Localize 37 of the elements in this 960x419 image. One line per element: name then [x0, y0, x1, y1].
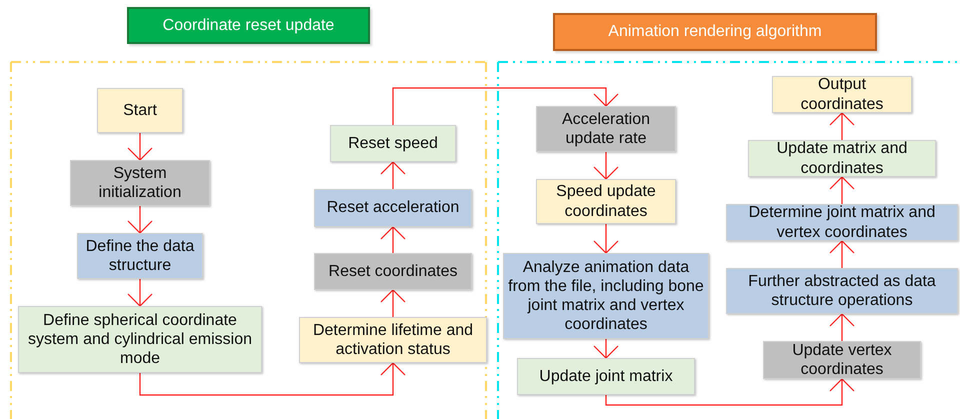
process-box: Reset coordinates — [314, 253, 472, 290]
arrow — [139, 362, 406, 396]
process-box: Determine lifetime and activation status — [299, 317, 487, 363]
process-box: Reset speed — [330, 125, 456, 162]
dashed-region-frame — [10, 61, 487, 419]
arrow — [127, 133, 153, 161]
arrow — [829, 240, 855, 268]
arrow — [829, 313, 855, 341]
process-box: Reset acceleration — [314, 189, 472, 227]
process-box: Speed update coordinates — [536, 179, 676, 224]
arrow — [380, 289, 406, 317]
arrow — [127, 279, 153, 307]
arrow — [829, 176, 855, 204]
process-box: Define the data structure — [77, 233, 203, 279]
process-box: Analyze animation data from the file, including bone joint matrix and vertex coordinates — [503, 253, 709, 339]
arrow — [127, 206, 153, 234]
arrow — [392, 87, 619, 125]
arrow — [593, 339, 619, 359]
section-heading: Coordinate reset update — [127, 7, 370, 44]
arrow — [593, 224, 619, 254]
process-box: Output coordinates — [772, 76, 912, 113]
dashed-region-frame — [497, 61, 960, 419]
process-box: System initialization — [70, 160, 210, 206]
process-box: Update vertex coordinates — [763, 341, 921, 379]
arrow — [593, 152, 619, 180]
process-box: Determine joint matrix and vertex coordinates — [726, 204, 958, 241]
process-box: Update matrix and coordinates — [748, 140, 936, 177]
process-box: Update joint matrix — [517, 358, 695, 395]
arrow — [380, 161, 406, 189]
arrow — [605, 378, 855, 406]
process-box: Further abstracted as data structure operations — [726, 268, 958, 314]
arrow — [829, 112, 855, 140]
process-box: Define spherical coordinate system and cylindrical emission mode — [18, 306, 262, 373]
process-box: Start — [97, 88, 183, 133]
section-heading: Animation rendering algorithm — [553, 13, 877, 51]
arrow — [380, 226, 406, 253]
process-box: Acceleration update rate — [536, 106, 676, 152]
